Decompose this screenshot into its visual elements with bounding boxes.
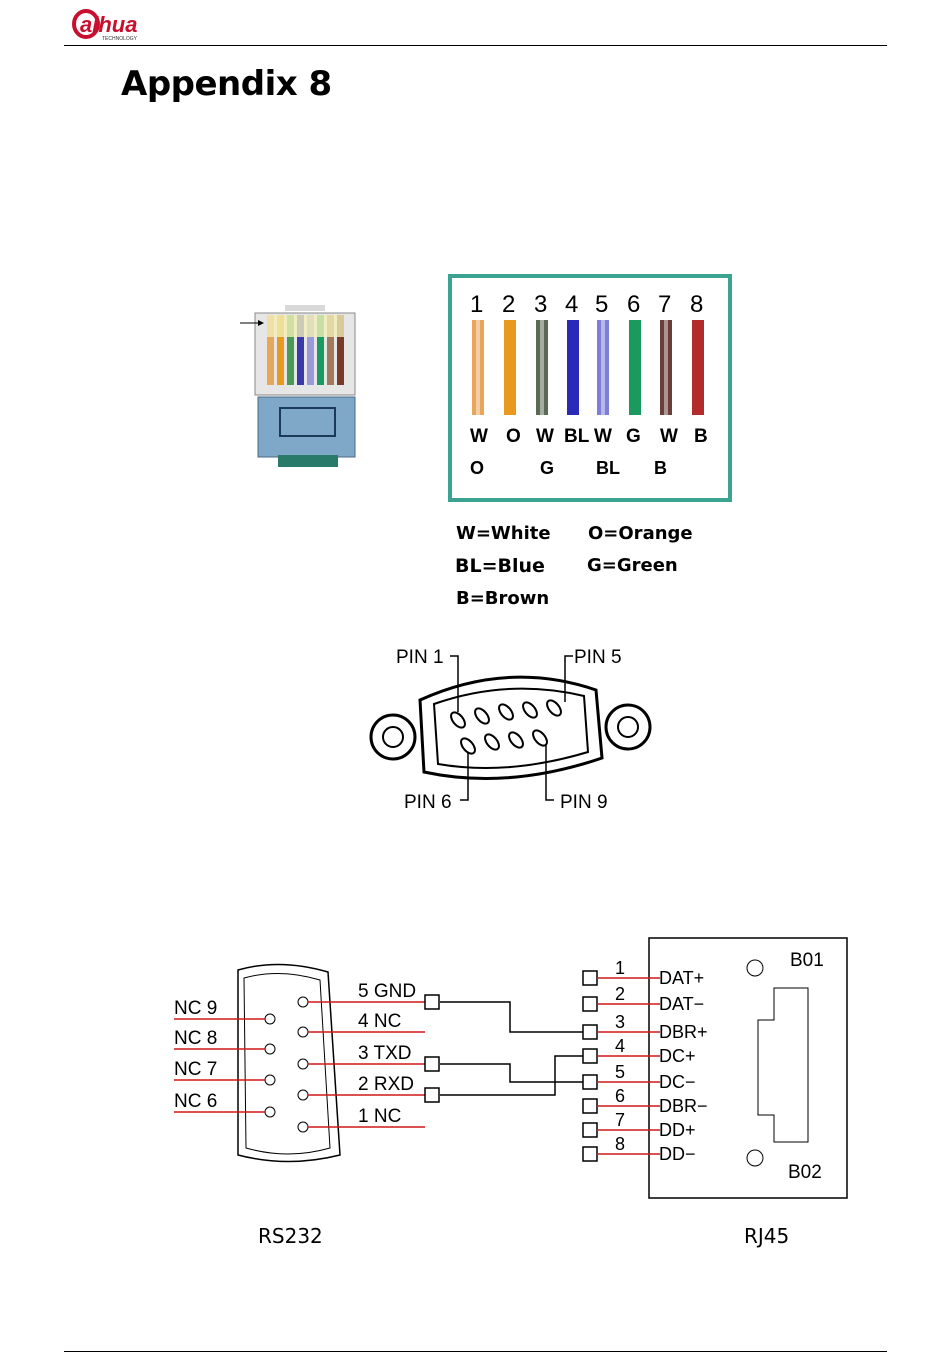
rs232-pin-label: NC 8	[174, 1028, 217, 1049]
rs232-pin-hole	[265, 1044, 275, 1054]
rj45-pin-number: 2	[615, 984, 625, 1004]
panel-wire-stripe	[664, 320, 668, 415]
rs232-rj45-wiring-diagram: 5 GND 4 NC 3 TXD 2 RXD 1 NC NC 9 NC 8 NC 7 NC 6…	[160, 930, 860, 1200]
rj45-signal-label: DC−	[659, 1072, 696, 1092]
rj45-signal-label: DAT+	[659, 968, 704, 988]
panel-code-row1: W	[470, 426, 488, 447]
rj45-pin-number: 5	[615, 1062, 625, 1082]
footer-divider	[64, 1351, 887, 1352]
legend-green: G=Green	[587, 555, 678, 576]
panel-code-row2: G	[540, 458, 554, 478]
svg-text:TECHNOLOGY: TECHNOLOGY	[102, 36, 138, 42]
panel-pin-number: 2	[502, 291, 515, 318]
rs232-caption: RS232	[258, 1224, 323, 1248]
rs232-terminal	[425, 995, 439, 1009]
rj45-terminal	[583, 997, 597, 1011]
legend-blue: BL=Blue	[455, 555, 545, 577]
rj45-pin-number: 4	[615, 1036, 625, 1056]
panel-code-row1: B	[694, 426, 708, 447]
pin6-label: PIN 6	[404, 792, 452, 813]
rj45-pin-number: 3	[615, 1012, 625, 1032]
rj45-terminal	[583, 1123, 597, 1137]
panel-code-row1: W	[594, 426, 612, 447]
rj45-terminal	[583, 971, 597, 985]
rj45-terminal	[583, 1147, 597, 1161]
panel-code-row1: W	[536, 426, 554, 447]
rj45-terminal	[583, 1025, 597, 1039]
panel-pin-number: 8	[690, 291, 703, 318]
db9-connector-diagram: PIN 1 PIN 5 PIN 6 PIN 9	[358, 640, 658, 815]
rs232-pin-label: 2 RXD	[358, 1074, 414, 1095]
rj45-pin-number: 8	[615, 1134, 625, 1154]
panel-wire	[692, 320, 704, 415]
rj45-terminal	[583, 1075, 597, 1089]
rj45-signal-label: DAT−	[659, 994, 704, 1014]
panel-code-row2: B	[654, 458, 667, 478]
rj45-terminal	[583, 1049, 597, 1063]
rj45-caption: RJ45	[744, 1224, 789, 1248]
rj45-signal-label: DBR+	[659, 1022, 708, 1042]
pin1-label: PIN 1	[396, 647, 444, 668]
panel-code-row1: G	[626, 426, 641, 447]
panel-wire-stripe	[476, 320, 480, 415]
rs232-pin-label: NC 6	[174, 1091, 217, 1112]
rs232-pin-hole	[298, 1059, 308, 1069]
rs232-pin-hole	[298, 1027, 308, 1037]
panel-code-row2: BL	[596, 458, 620, 478]
rs232-pin-hole	[298, 1122, 308, 1132]
rj45-signal-label: DC+	[659, 1046, 696, 1066]
rs232-pin-label: NC 9	[174, 998, 217, 1019]
legend-orange: O=Orange	[588, 523, 693, 544]
dahua-logo: alhua TECHNOLOGY	[72, 4, 192, 44]
rs232-pin-hole	[298, 1090, 308, 1100]
rj45-signal-label: DBR−	[659, 1096, 708, 1116]
panel-code-row1: W	[660, 426, 678, 447]
svg-text:alhua: alhua	[80, 12, 137, 37]
rs232-terminal	[425, 1057, 439, 1071]
rs232-pin-label: 1 NC	[358, 1106, 401, 1127]
pin9-label: PIN 9	[560, 792, 608, 813]
rs232-pin-label: 4 NC	[358, 1011, 401, 1032]
panel-code-row2: O	[470, 458, 484, 478]
header-divider	[64, 45, 887, 46]
legend-brown: B=Brown	[456, 588, 549, 609]
rj45-pin-number: 1	[615, 958, 625, 978]
panel-pin-number: 4	[565, 291, 578, 318]
pin5-label: PIN 5	[574, 647, 622, 668]
rs232-pin-hole	[265, 1075, 275, 1085]
rs232-pin-hole	[265, 1107, 275, 1117]
rj45-signal-label: DD+	[659, 1120, 696, 1140]
panel-pin-number: 1	[470, 291, 483, 318]
panel-code-row1: O	[506, 426, 521, 447]
panel-pin-number: 3	[534, 291, 547, 318]
panel-wire-stripe	[601, 320, 605, 415]
rj45-pin-number: 6	[615, 1086, 625, 1106]
panel-pin-number: 7	[658, 291, 671, 318]
panel-pin-number: 5	[595, 291, 608, 318]
rj45-pin-number: 7	[615, 1110, 625, 1130]
panel-wire	[629, 320, 641, 415]
panel-pin-number: 6	[627, 291, 640, 318]
rs232-pin-hole	[265, 1014, 275, 1024]
legend-white: W=White	[456, 523, 551, 544]
panel-wire-stripe	[540, 320, 544, 415]
rs232-pin-label: 3 TXD	[358, 1043, 412, 1064]
rj45-b02-label: B02	[788, 1162, 822, 1183]
rs232-pin-label: NC 7	[174, 1059, 217, 1080]
rs232-pin-hole	[298, 997, 308, 1007]
panel-code-row1: BL	[564, 426, 590, 447]
rj45-signal-label: DD−	[659, 1144, 696, 1164]
page-title: Appendix 8	[121, 64, 332, 104]
rs232-pin-label: 5 GND	[358, 981, 416, 1002]
rj45-terminal	[583, 1099, 597, 1113]
panel-wire	[567, 320, 579, 415]
rj45-plug-illustration	[240, 305, 365, 470]
rs232-terminal	[425, 1088, 439, 1102]
rj45-b01-label: B01	[790, 950, 824, 971]
panel-wire	[504, 320, 516, 415]
